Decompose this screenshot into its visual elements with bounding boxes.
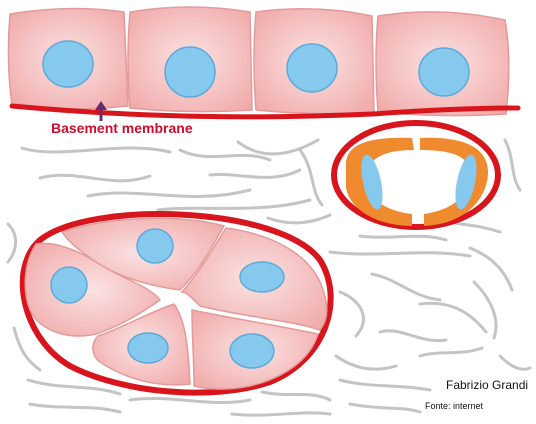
nucleus-icon <box>230 334 274 368</box>
basement-membrane-label: Basement membrane <box>51 120 193 136</box>
nucleus-icon <box>51 267 87 303</box>
nucleus-icon <box>43 41 93 87</box>
nucleus-icon <box>137 229 173 263</box>
nucleus-icon <box>128 333 168 363</box>
nucleus-icon <box>165 47 215 97</box>
capillary <box>334 123 498 227</box>
gland-cross-section <box>23 214 331 393</box>
author-credit: Fabrizio Grandi <box>446 378 528 392</box>
nucleus-icon <box>287 44 337 92</box>
nucleus-icon <box>240 262 284 292</box>
source-note: Fonte: internet <box>425 401 483 411</box>
nucleus-icon <box>419 48 469 96</box>
